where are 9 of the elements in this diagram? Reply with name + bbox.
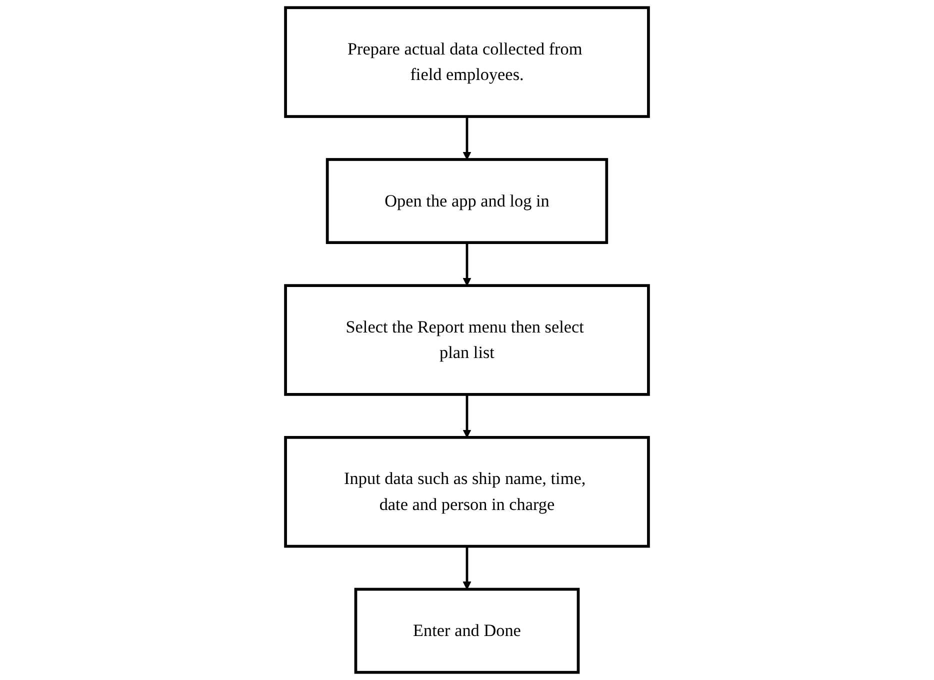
arrow — [462, 394, 472, 438]
arrow — [462, 116, 472, 160]
arrow — [462, 242, 472, 286]
node-box: Select the Report menu then select plan list — [284, 284, 650, 396]
node-box: Prepare actual data collected from field employees. — [284, 6, 650, 118]
node-box: Enter and Done — [354, 588, 580, 674]
node-box: Open the app and log in — [326, 158, 608, 244]
arrow — [462, 546, 472, 590]
node-box: Input data such as ship name, time, date and person in charge — [284, 436, 650, 548]
